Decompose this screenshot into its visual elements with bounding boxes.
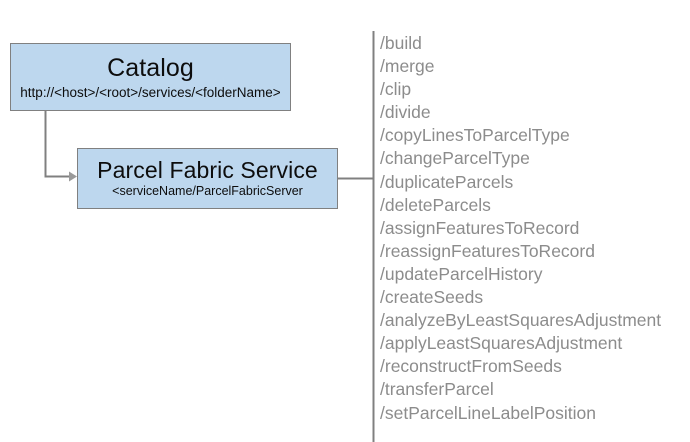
- operation-list-item: /transferParcel: [380, 379, 494, 400]
- operation-list-item: /duplicateParcels: [380, 171, 514, 192]
- operation-list-item: /reconstructFromSeeds: [380, 356, 562, 377]
- connector-catalog-to-service: [44, 111, 70, 178]
- operation-list-item: /deleteParcels: [380, 194, 491, 215]
- operation-list-item: /merge: [380, 56, 435, 77]
- parcel-fabric-service-node-subtitle: <serviceName/ParcelFabricServer: [112, 184, 303, 198]
- operation-list-item: /build: [380, 33, 422, 53]
- arrowhead-icon: [69, 171, 77, 182]
- parcel-fabric-service-node: Parcel Fabric Service <serviceName/Parce…: [77, 148, 338, 209]
- operation-list-item: /changeParcelType: [380, 148, 530, 169]
- parcel-fabric-service-node-title: Parcel Fabric Service: [97, 157, 318, 183]
- catalog-node-title: Catalog: [107, 53, 194, 82]
- operations-list: /build/merge/clip/divide/copyLinesToParc…: [380, 32, 685, 425]
- operation-list-item: /updateParcelHistory: [380, 263, 543, 284]
- operation-list-item: /analyzeByLeastSquaresAdjustment: [380, 310, 662, 331]
- operation-list-item: /setParcelLineLabelPosition: [380, 402, 596, 423]
- operation-list-item: /applyLeastSquaresAdjustment: [380, 333, 623, 354]
- operation-list-item: /createSeeds: [380, 287, 484, 308]
- operation-list-item: /copyLinesToParcelType: [380, 125, 570, 146]
- operation-list-item: /divide: [380, 102, 431, 123]
- operation-list-item: /reassignFeaturesToRecord: [380, 240, 595, 261]
- catalog-node-subtitle: http://<host>/<root>/services/<folderNam…: [20, 84, 281, 100]
- operation-list-item: /clip: [380, 79, 412, 100]
- operation-list-item: /assignFeaturesToRecord: [380, 217, 580, 238]
- catalog-node: Catalog http://<host>/<root>/services/<f…: [10, 43, 291, 111]
